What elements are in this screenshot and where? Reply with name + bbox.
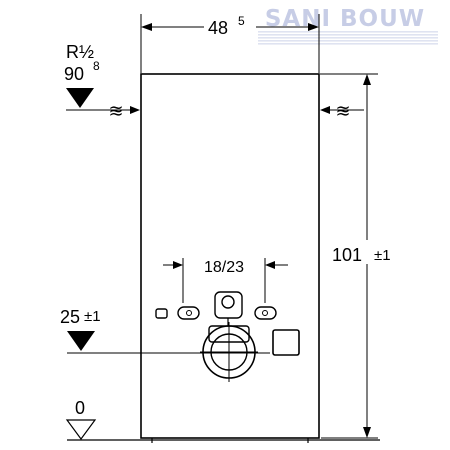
floor-level-marker: 0 [65,398,380,441]
outlet-height-tolerance: ±1 [84,308,101,325]
fixing-spacing-dimension: 18/23 [163,258,288,303]
supply-height-superscript: 8 [93,59,100,73]
height-tolerance: ±1 [374,247,391,264]
supply-height-marker: R½ 90 8 [64,42,100,111]
wc-components [155,291,300,382]
brand-stripe [258,37,438,39]
fixing-hole-left [177,306,200,320]
height-dimension: 101 ±1 [320,73,402,439]
spacing-value: 18/23 [204,259,244,276]
outlet-level-triangle [67,331,95,351]
flush-plate [272,329,300,356]
brand-name: SANI BOUW [265,6,425,32]
width-superscript: 5 [238,14,245,28]
frame-body [140,73,320,439]
brand-stripe [258,43,438,45]
supply-level-triangle [66,88,94,108]
fixing-hole-right [254,306,277,320]
brand-stripes [258,31,438,45]
brand-logo: SANI BOUW [258,6,438,45]
width-value: 48 [208,18,228,38]
height-value: 101 [332,245,362,265]
outlet-height-value: 25 [60,307,80,327]
water-supply-left: ≋ [96,101,140,121]
width-dimension: 48 5 [140,14,320,73]
water-wave-right-icon: ≋ [335,101,350,121]
floor-level-value: 0 [75,398,85,418]
supply-height-value: 90 [64,64,84,84]
floor-level-triangle [65,419,97,441]
brand-stripe [258,34,438,36]
outlet-height-marker: 25 ±1 [60,307,270,354]
pipe-thread-label: R½ [66,42,94,62]
small-slot [155,308,168,319]
water-wave-left-icon: ≋ [108,101,123,121]
water-supply-right: ≋ [320,101,364,121]
brand-stripe [258,40,438,42]
brand-stripe [258,31,438,33]
